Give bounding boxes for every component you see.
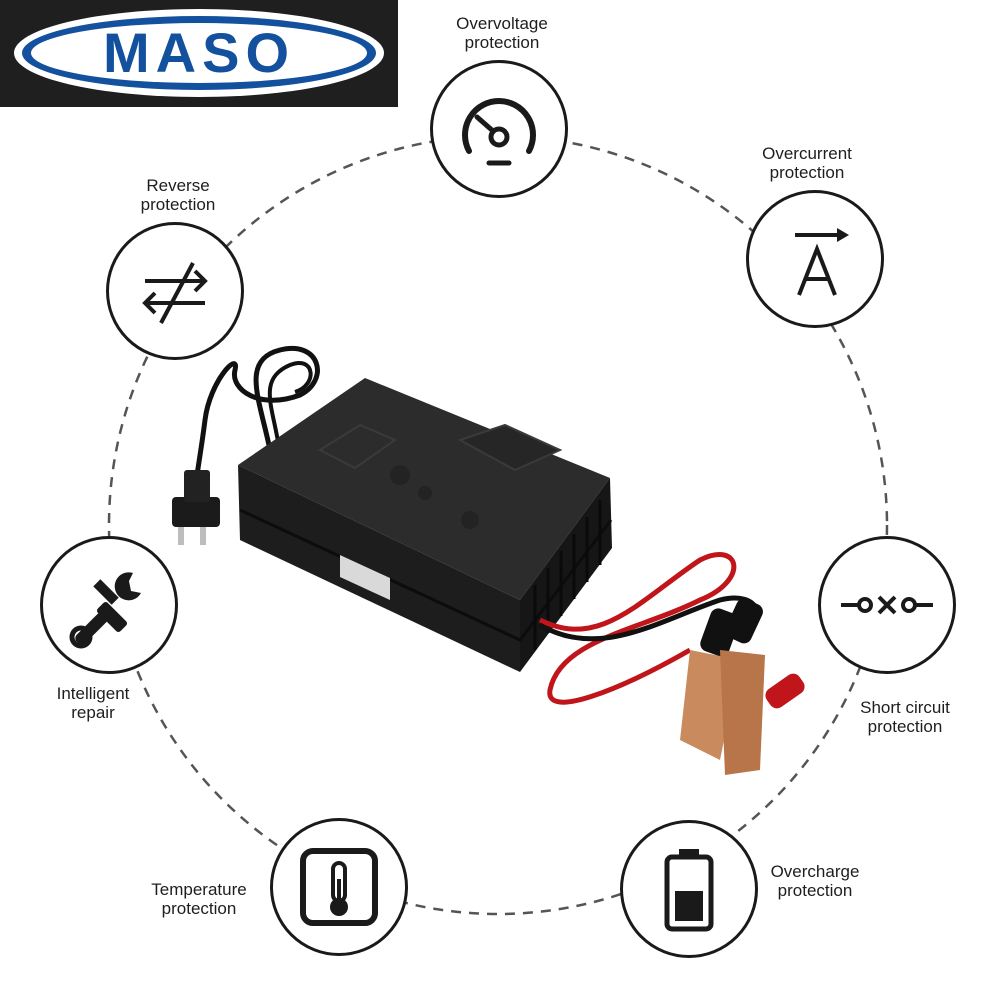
logo-emblem: MASO <box>14 9 384 97</box>
feature-overcurrent <box>746 190 884 328</box>
feature-overcharge <box>620 820 758 958</box>
gauge-icon <box>462 98 536 166</box>
ac-cord <box>192 345 320 501</box>
logo-text: MASO <box>103 21 295 84</box>
label-overcharge-line1: Overcharge <box>770 862 860 881</box>
label-overcurrent-line1: Overcurrent <box>762 144 852 163</box>
output-cable-red <box>538 552 737 705</box>
label-overvoltage-line2: protection <box>464 33 540 52</box>
power-plug <box>172 470 220 545</box>
label-reverse: Reverse protection <box>118 176 238 214</box>
tools-icon <box>69 572 141 649</box>
thermometer-icon <box>300 848 378 926</box>
label-temperature-line1: Temperature <box>151 880 247 899</box>
battery-icon <box>664 849 714 932</box>
feature-intelligent-repair <box>40 536 178 674</box>
label-temperature-line2: protection <box>161 899 237 918</box>
label-short-circuit-line1: Short circuit <box>860 698 950 717</box>
label-overvoltage: Overvoltage protection <box>442 14 562 52</box>
ampere-arrow-icon <box>795 228 849 296</box>
label-overcurrent: Overcurrent protection <box>742 144 872 182</box>
label-reverse-line1: Reverse <box>146 176 210 195</box>
reverse-arrows-icon <box>142 262 208 324</box>
label-intelligent-repair-line1: Intelligent <box>56 684 130 703</box>
label-intelligent-repair-line2: repair <box>71 703 115 722</box>
label-overcharge: Overcharge protection <box>760 862 870 900</box>
brand-logo: MASO <box>0 0 398 107</box>
label-short-circuit-line2: protection <box>867 717 943 736</box>
feature-short-circuit <box>818 536 956 674</box>
feature-temperature <box>270 818 408 956</box>
label-intelligent-repair: Intelligent repair <box>38 684 148 722</box>
battery-clamps <box>680 598 805 775</box>
label-overcharge-line2: protection <box>777 881 853 900</box>
label-overvoltage-line1: Overvoltage <box>456 14 548 33</box>
feature-overvoltage <box>430 60 568 198</box>
label-temperature: Temperature protection <box>140 880 258 918</box>
label-overcurrent-line2: protection <box>769 163 845 182</box>
feature-reverse <box>106 222 244 360</box>
label-reverse-line2: protection <box>140 195 216 214</box>
open-switch-icon <box>841 595 933 615</box>
label-short-circuit: Short circuit protection <box>846 698 964 736</box>
